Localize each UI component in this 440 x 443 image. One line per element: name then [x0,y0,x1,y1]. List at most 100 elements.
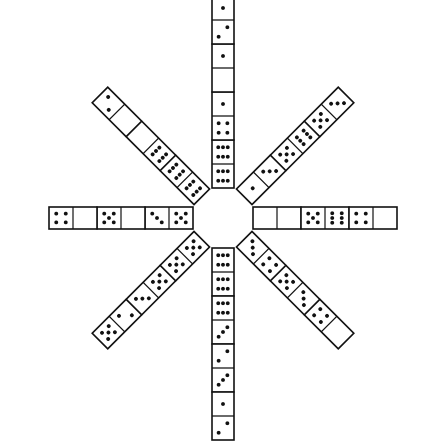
domino-pip [216,179,220,183]
domino-west-2 [97,207,145,229]
domino-pip [217,121,221,125]
domino-pip [217,131,221,135]
domino-pip [340,216,344,220]
domino-arm-west [49,207,193,229]
domino-pip [226,155,230,159]
domino-pip [226,179,230,183]
domino-pip [221,330,225,334]
domino-pip [225,421,229,425]
domino-north-3 [212,44,234,92]
domino-pip [340,221,344,225]
domino-pip [102,220,106,224]
domino-pip [354,220,358,224]
domino-pip [226,311,230,315]
domino-pip [354,212,358,216]
domino-pip [226,287,230,291]
domino-pip [306,212,310,216]
domino-arm-east [253,207,397,229]
domino-pip [221,301,225,305]
domino-pip [150,212,154,216]
domino-pip [225,349,229,353]
domino-arm-north [212,0,234,188]
domino-pip [179,216,183,220]
domino-pip [221,169,225,173]
domino-pip [226,301,230,305]
domino-pip [340,211,344,215]
domino-pip [64,220,68,224]
domino-pip [216,311,220,315]
domino-pip [316,212,320,216]
domino-pip [216,263,220,267]
domino-east-3 [349,207,397,229]
domino-pip [311,216,315,220]
domino-pip [216,287,220,291]
domino-southwest-3 [92,299,141,348]
domino-pip [217,359,221,363]
domino-north-4 [212,0,234,44]
domino-pip [221,155,225,159]
domino-pip [221,402,225,406]
domino-arm-southwest [92,231,209,348]
domino-pip [306,220,310,224]
domino-pip [102,212,106,216]
domino-pip [330,216,334,220]
domino-pip [54,212,58,216]
domino-pip [217,383,221,387]
domino-pip [112,220,116,224]
domino-arm-northwest [92,87,209,204]
domino-north-2 [212,92,234,140]
domino-pip [221,277,225,281]
domino-pip [216,145,220,149]
domino-pip [225,131,229,135]
domino-pip [112,212,116,216]
domino-pip [107,216,111,220]
domino-pip [221,378,225,382]
domino-arm-southeast [236,231,353,348]
domino-north-1 [212,140,234,188]
domino-pip [216,277,220,281]
domino-east-2 [301,207,349,229]
domino-pip [64,212,68,216]
domino-pip [225,373,229,377]
domino-west-1 [145,207,193,229]
domino-east-1 [253,207,301,229]
domino-pip [216,301,220,305]
domino-pip [364,220,368,224]
domino-southeast-3 [304,299,353,348]
domino-pip [226,277,230,281]
domino-pip [225,121,229,125]
domino-pip [221,311,225,315]
domino-pip [221,145,225,149]
domino-pip [221,54,225,58]
domino-pip [364,212,368,216]
domino-pip [221,253,225,257]
domino-pip [226,145,230,149]
domino-arm-south [212,248,234,440]
domino-pip [221,179,225,183]
domino-pip [221,102,225,106]
domino-pip [216,253,220,257]
domino-pip [216,155,220,159]
domino-south-4 [212,392,234,440]
domino-pip [217,35,221,39]
domino-pip [330,221,334,225]
domino-pip [221,6,225,10]
domino-northeast-3 [304,87,353,136]
domino-arm-northeast [236,87,353,204]
domino-pip [216,169,220,173]
domino-pip [217,335,221,339]
domino-pip [217,431,221,435]
domino-west-3 [49,207,97,229]
domino-pip [221,263,225,267]
domino-pip [316,220,320,224]
domino-south-1 [212,248,234,296]
domino-pip [174,212,178,216]
domino-pip [174,220,178,224]
domino-pip [54,220,58,224]
domino-pip [226,169,230,173]
domino-pip [184,220,188,224]
domino-pip [221,287,225,291]
domino-pip [225,25,229,29]
